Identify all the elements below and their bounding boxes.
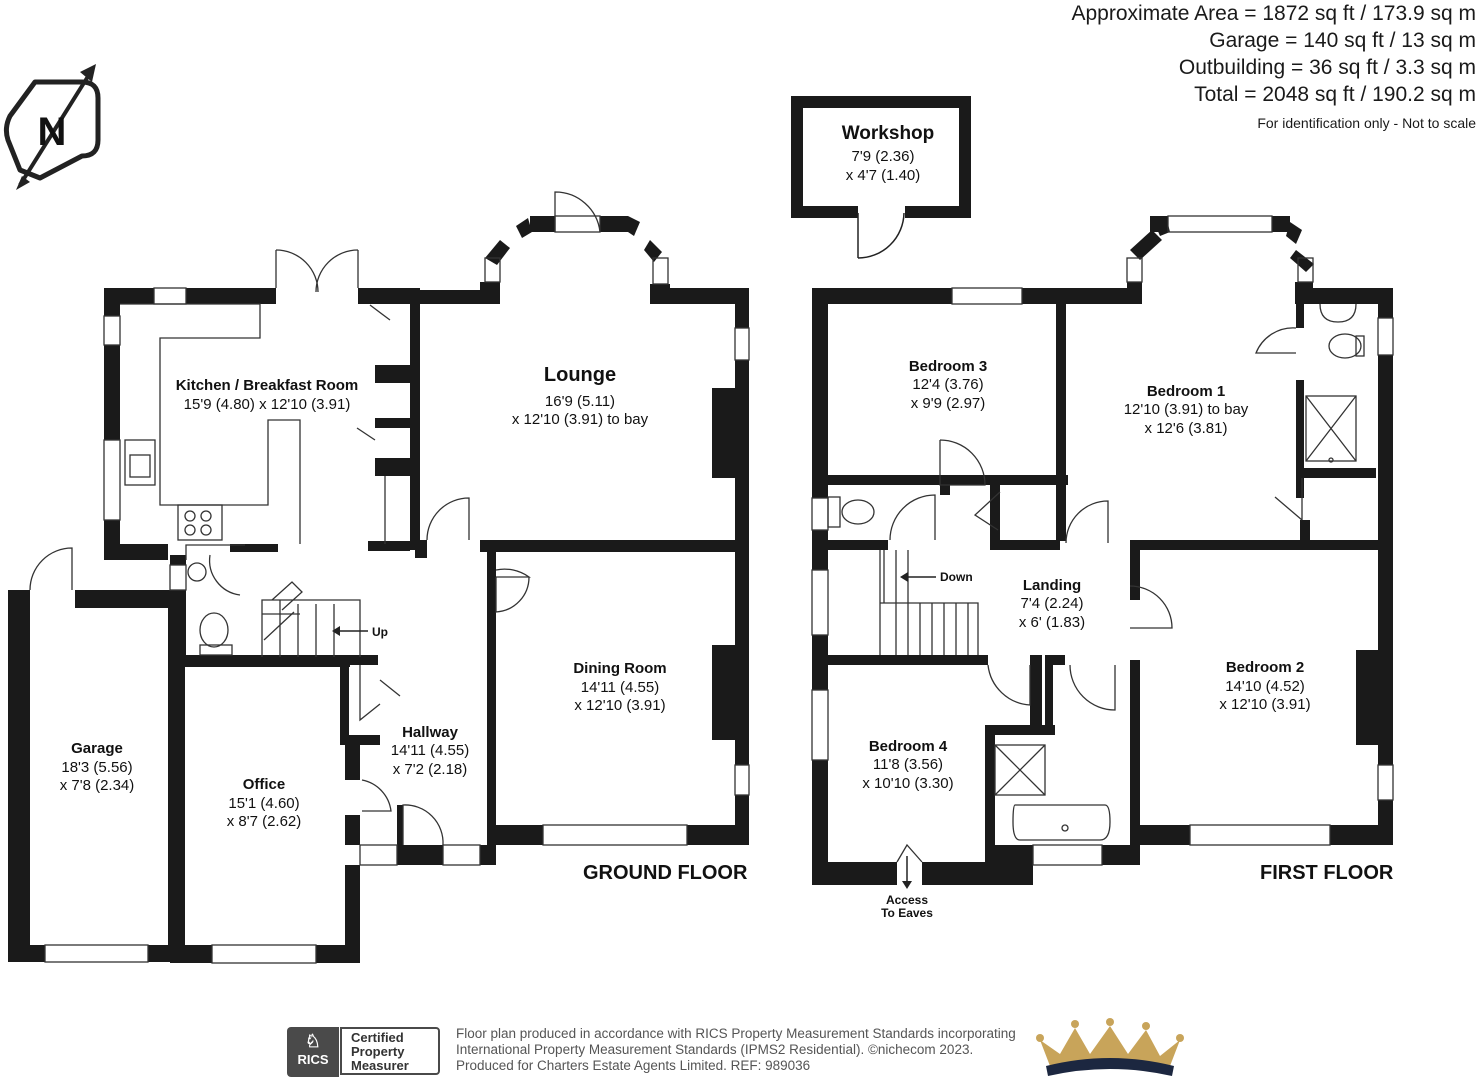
bedroom3-dim2: x 9'9 (2.97) xyxy=(911,395,986,412)
eaves-label-line1: Access xyxy=(886,893,928,907)
garage-area: Garage = 140 sq ft / 13 sq m xyxy=(1209,29,1476,52)
stairs-down-label: Down xyxy=(940,570,973,584)
office-dim2: x 8'7 (2.62) xyxy=(227,813,302,830)
lounge-dim1: 16'9 (5.11) xyxy=(545,393,615,410)
rics-lion-icon: ♘ xyxy=(304,1031,322,1051)
lounge-name: Lounge xyxy=(544,364,616,386)
hallway-dim1: 14'11 (4.55) xyxy=(391,742,469,759)
rics-badge: ♘ RICS xyxy=(287,1027,339,1077)
garage-dim1: 18'3 (5.56) xyxy=(61,759,132,776)
bedroom3-dim1: 12'4 (3.76) xyxy=(912,376,983,393)
ground-floor-plan xyxy=(8,216,749,963)
north-compass-icon: N xyxy=(3,64,101,190)
bedroom1-dim2: x 12'6 (3.81) xyxy=(1145,420,1228,437)
crown-logo-icon xyxy=(1036,1018,1184,1076)
compass-north-label: N xyxy=(38,110,67,154)
bedroom2-name: Bedroom 2 xyxy=(1226,659,1304,676)
dining-dim2: x 12'10 (3.91) xyxy=(574,697,665,714)
certified-line3: Measurer xyxy=(351,1058,409,1073)
hallway-name: Hallway xyxy=(402,724,459,741)
landing-name: Landing xyxy=(1023,577,1081,594)
lounge-dim2: x 12'10 (3.91) to bay xyxy=(512,411,649,428)
first-floor-label: FIRST FLOOR xyxy=(1260,862,1394,884)
bedroom2-dim2: x 12'10 (3.91) xyxy=(1219,696,1310,713)
kitchen-dim: 15'9 (4.80) x 12'10 (3.91) xyxy=(184,396,351,413)
first-floor-plan xyxy=(812,216,1393,885)
garage-dim2: x 7'8 (2.34) xyxy=(60,777,135,794)
office-name: Office xyxy=(243,776,286,793)
workshop-dim1: 7'9 (2.36) xyxy=(852,148,915,165)
dining-name: Dining Room xyxy=(573,660,666,677)
footer-line3: Produced for Charters Estate Agents Limi… xyxy=(456,1058,811,1073)
certified-measurer-badge: Certified Property Measurer xyxy=(340,1027,440,1075)
identification-note: For identification only - Not to scale xyxy=(1257,115,1476,131)
office-dim1: 15'1 (4.60) xyxy=(228,795,299,812)
bedroom1-name: Bedroom 1 xyxy=(1147,383,1225,400)
footer-note: Floor plan produced in accordance with R… xyxy=(456,1026,1016,1074)
hallway-dim2: x 7'2 (2.18) xyxy=(393,761,468,778)
bedroom4-dim1: 11'8 (3.56) xyxy=(873,756,943,773)
footer: ♘ RICS Certified Property Measurer Floor… xyxy=(0,1025,1480,1080)
outbuilding-area: Outbuilding = 36 sq ft / 3.3 sq m xyxy=(1178,56,1476,79)
first-floor-fittings xyxy=(811,215,1394,866)
approximate-area: Approximate Area = 1872 sq ft / 173.9 sq… xyxy=(1071,2,1477,25)
landing-dim1: 7'4 (2.24) xyxy=(1021,595,1084,612)
up-arrow-icon xyxy=(332,626,368,636)
eaves-label-line2: To Eaves xyxy=(881,906,933,920)
stairs-up-label: Up xyxy=(372,625,388,639)
eaves-arrow-icon xyxy=(902,856,912,889)
rics-badge-text: RICS xyxy=(297,1052,329,1067)
workshop-name: Workshop xyxy=(842,123,935,144)
bedroom4-name: Bedroom 4 xyxy=(869,738,948,755)
kitchen-name: Kitchen / Breakfast Room xyxy=(176,377,359,394)
landing-dim2: x 6' (1.83) xyxy=(1019,614,1085,631)
footer-line2: International Property Measurement Stand… xyxy=(456,1042,974,1057)
bedroom3-name: Bedroom 3 xyxy=(909,358,987,375)
workshop-dim2: x 4'7 (1.40) xyxy=(846,167,921,184)
ground-floor-label: GROUND FLOOR xyxy=(583,862,748,884)
workshop-outbuilding: Workshop 7'9 (2.36) x 4'7 (1.40) xyxy=(791,96,971,259)
ground-floor-fittings xyxy=(29,191,750,964)
total-area: Total = 2048 sq ft / 190.2 sq m xyxy=(1194,83,1476,106)
bedroom1-dim1: 12'10 (3.91) to bay xyxy=(1124,401,1249,418)
garage-name: Garage xyxy=(71,740,123,757)
down-arrow-icon xyxy=(900,572,936,582)
dining-dim1: 14'11 (4.55) xyxy=(581,679,659,696)
certified-line1: Certified xyxy=(351,1030,404,1045)
bedroom2-dim1: 14'10 (4.52) xyxy=(1225,678,1305,695)
certified-line2: Property xyxy=(351,1044,405,1059)
bedroom4-dim2: x 10'10 (3.30) xyxy=(862,775,953,792)
footer-line1: Floor plan produced in accordance with R… xyxy=(456,1026,1016,1041)
